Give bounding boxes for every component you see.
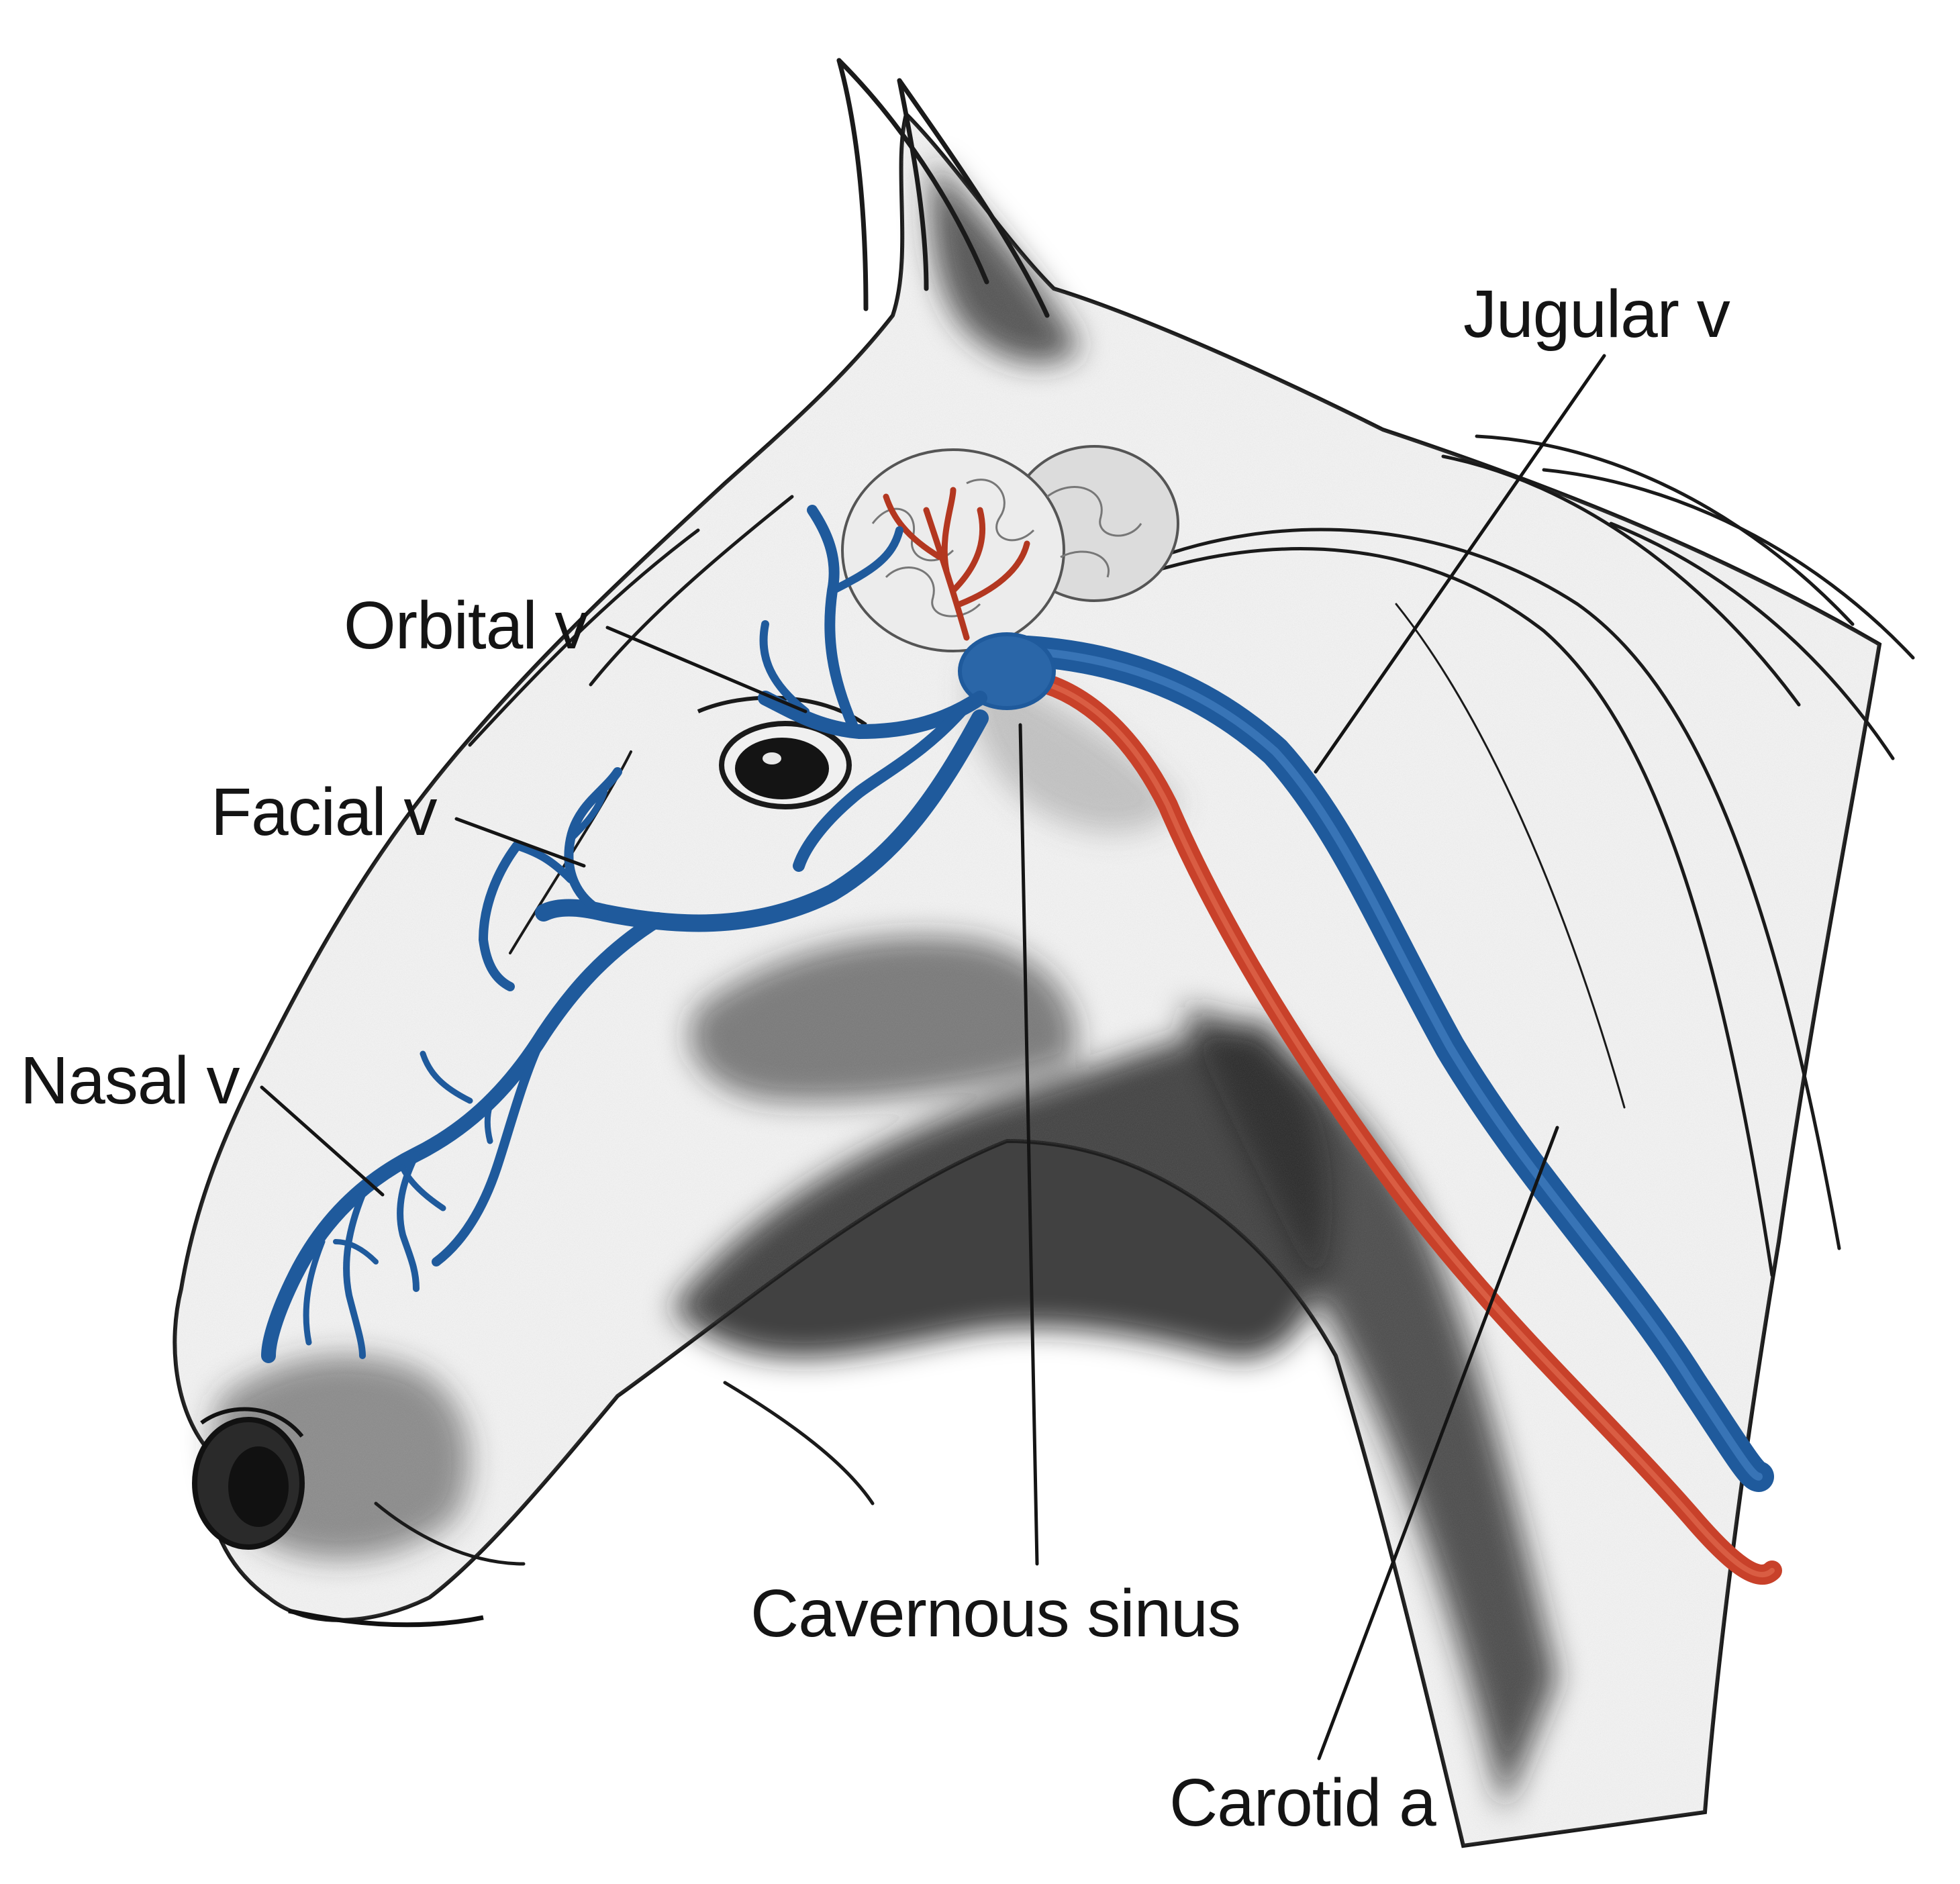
mane [1132, 434, 1915, 1277]
facial-vein [535, 709, 989, 932]
nasal-vein-label: Nasal v [20, 1043, 240, 1118]
carotid-artery-label: Carotid a [1169, 1765, 1436, 1840]
facial-pointer [454, 817, 586, 868]
nasal-vein [261, 912, 665, 1363]
nasal-pointer [260, 1085, 385, 1197]
eye [697, 695, 867, 809]
cavernous-sinus [958, 632, 1056, 710]
nostril [192, 1407, 305, 1550]
orbital-vein [758, 691, 987, 739]
orbital-pointer [605, 626, 807, 713]
cavernous-sinus-label: Cavernous sinus [750, 1576, 1241, 1651]
facial-vein-label: Facial v [211, 775, 438, 850]
cavernous-pointer [1018, 723, 1039, 1566]
brain [841, 445, 1179, 652]
mouth [288, 1608, 484, 1628]
orbital-vein-label: Orbital v [344, 588, 588, 663]
ears [836, 58, 1050, 318]
veins [261, 505, 1774, 1492]
carotid-pointer [1317, 1126, 1559, 1761]
jugular-vein-label: Jugular v [1463, 277, 1730, 352]
pointer-lines [260, 354, 1606, 1761]
jugular-pointer [1314, 354, 1606, 774]
